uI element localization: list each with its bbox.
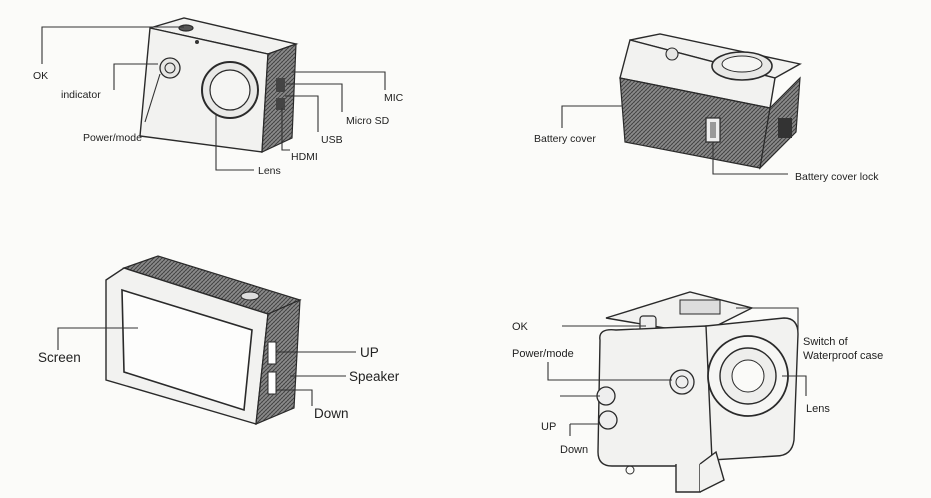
label-usb: USB bbox=[321, 134, 343, 146]
case-power-mode-button bbox=[669, 369, 695, 395]
label-speaker: Speaker bbox=[349, 369, 400, 384]
down-button bbox=[267, 371, 277, 395]
up-button bbox=[267, 341, 277, 365]
screen bbox=[121, 288, 253, 412]
label-indicator: indicator bbox=[61, 89, 101, 101]
label-battery-cover-lock: Battery cover lock bbox=[795, 171, 879, 183]
label-down: Down bbox=[314, 406, 349, 421]
power-mode-button bbox=[159, 57, 181, 79]
case-down-button bbox=[598, 410, 618, 430]
label-switch-line2: Waterproof case bbox=[803, 350, 883, 362]
panel-back-view: Battery cover Battery cover lock bbox=[534, 33, 879, 183]
label-case-ok: OK bbox=[512, 321, 529, 333]
label-case-lens: Lens bbox=[806, 403, 830, 415]
label-battery-cover: Battery cover bbox=[534, 133, 596, 145]
label-case-power-mode: Power/mode bbox=[512, 348, 574, 360]
label-ok: OK bbox=[33, 70, 48, 82]
label-switch-line1: Switch of bbox=[803, 336, 849, 348]
waterproof-case-illustration bbox=[596, 291, 799, 493]
label-mic: MIC bbox=[384, 92, 404, 104]
label-hdmi: HDMI bbox=[291, 151, 318, 163]
panel-screen-view: Screen UP Speaker Down bbox=[38, 255, 400, 425]
panel-front-view: OK indicator Power/mode Lens HDMI USB Mi… bbox=[33, 17, 404, 177]
label-screen: Screen bbox=[38, 350, 81, 365]
camera-front-illustration bbox=[139, 17, 299, 153]
label-case-down: Down bbox=[560, 444, 588, 456]
camera-back-illustration bbox=[619, 33, 802, 170]
label-micro-sd: Micro SD bbox=[346, 115, 390, 127]
label-lens: Lens bbox=[258, 165, 281, 177]
camera-screen-illustration bbox=[105, 255, 302, 425]
panel-waterproof-case: OK Power/mode UP Down Switch of Waterpro… bbox=[512, 291, 883, 493]
label-power-mode: Power/mode bbox=[83, 132, 142, 144]
label-case-up: UP bbox=[541, 421, 556, 433]
label-up: UP bbox=[360, 345, 379, 360]
